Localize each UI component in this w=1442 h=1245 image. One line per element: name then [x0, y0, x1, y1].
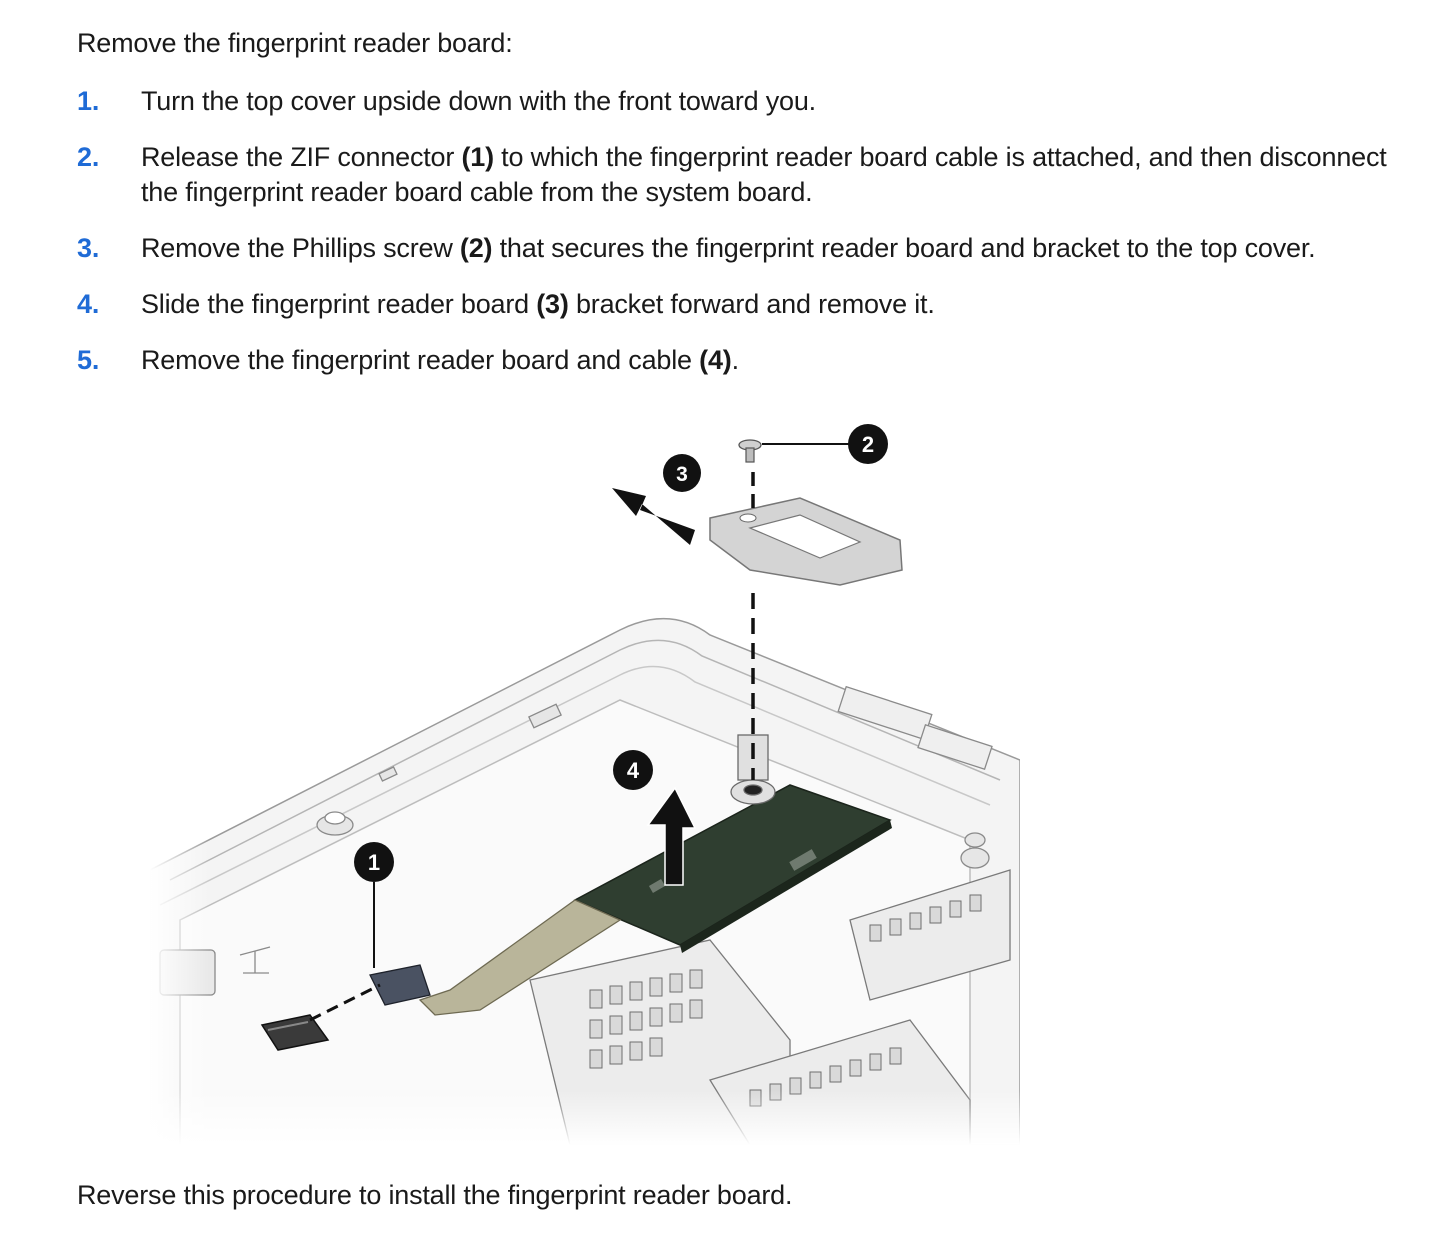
step-text-part: Remove the fingerprint reader board and … [141, 345, 700, 375]
edge-fade [150, 1090, 1020, 1145]
procedure-steps: 1. Turn the top cover upside down with t… [77, 84, 1407, 399]
step-text: Turn the top cover upside down with the … [141, 84, 816, 119]
step-number: 1. [77, 86, 100, 116]
callout-reference: (2) [459, 233, 493, 263]
callout-reference: (1) [461, 142, 494, 172]
lift-up-arrow [646, 786, 697, 886]
step-text-part: Slide the fingerprint reader board [141, 289, 537, 319]
step-text-part: that secures the fingerprint reader boar… [492, 233, 1316, 263]
fingerprint-board-diagram: 1 2 3 4 [149, 400, 1021, 1146]
callout-2: 2 [848, 424, 888, 464]
step-number: 4. [77, 289, 100, 319]
step-text-part: Remove the Phillips screw [141, 233, 460, 263]
edge-fade [150, 400, 210, 1145]
connector-dash-line [309, 983, 381, 1022]
intro-text: Remove the fingerprint reader board: [77, 28, 513, 58]
zif-connector [260, 1014, 330, 1051]
step-number: 2. [77, 142, 100, 172]
step-text-part: bracket forward and remove it. [568, 289, 935, 319]
step-2: 2. Release the ZIF connector (1) to whic… [77, 140, 1407, 210]
fingerprint-reader-cable [369, 899, 622, 1016]
step-text: Remove the Phillips screw (2) that secur… [141, 231, 1316, 266]
svg-text:1: 1 [368, 850, 380, 875]
step-text: Remove the fingerprint reader board and … [141, 343, 739, 378]
step-text-part: to which the fingerprint reader board ca… [141, 142, 1387, 207]
step-text: Slide the fingerprint reader board (3) b… [141, 287, 935, 322]
closing-text: Reverse this procedure to install the fi… [77, 1180, 793, 1210]
step-text-part: . [731, 345, 740, 375]
board-bracket [709, 497, 903, 586]
step-4: 4. Slide the fingerprint reader board (3… [77, 287, 1407, 322]
callout-4: 4 [613, 750, 653, 790]
svg-text:2: 2 [862, 432, 874, 457]
fingerprint-reader-board [573, 784, 892, 953]
slide-forward-arrow [612, 488, 695, 545]
step-5: 5. Remove the fingerprint reader board a… [77, 343, 1407, 378]
svg-text:4: 4 [627, 758, 640, 783]
step-3: 3. Remove the Phillips screw (2) that se… [77, 231, 1407, 266]
step-number: 3. [77, 233, 100, 263]
step-number: 5. [77, 345, 100, 375]
heatsink-fins [589, 894, 982, 1107]
step-text: Release the ZIF connector (1) to which t… [141, 140, 1407, 210]
callout-3: 3 [663, 454, 701, 492]
callout-reference: (3) [536, 289, 569, 319]
callout-reference: (4) [699, 345, 732, 375]
step-text-part: Turn the top cover upside down with the … [141, 86, 816, 116]
callout-1: 1 [354, 842, 394, 882]
step-1: 1. Turn the top cover upside down with t… [77, 84, 1407, 119]
removal-illustration: 1 2 3 4 [149, 400, 1021, 1146]
phillips-screw [738, 439, 762, 463]
svg-text:3: 3 [676, 463, 688, 486]
step-text-part: Release the ZIF connector [141, 142, 462, 172]
